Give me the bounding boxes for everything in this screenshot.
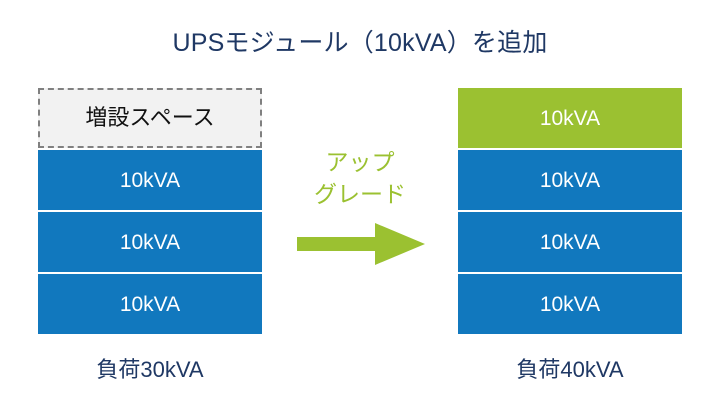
upgrade-caption-line2: グレード [314,181,406,207]
ups-stack-after: 10kVA 10kVA 10kVA 10kVA [458,88,682,334]
module-label: 10kVA [539,168,601,192]
module-label: 10kVA [119,168,181,192]
module-ups-unit: 10kVA [458,274,682,334]
module-label: 10kVA [119,230,181,254]
module-label: 10kVA [119,292,181,316]
load-label-after: 負荷40kVA [516,357,624,382]
module-spare-space: 増設スペース [38,88,262,148]
module-label: 10kVA [539,106,601,130]
module-ups-unit: 10kVA [458,150,682,210]
module-ups-unit-new: 10kVA [458,88,682,148]
arrow-right-icon [297,222,425,266]
module-label: 10kVA [539,230,601,254]
module-ups-unit: 10kVA [38,150,262,210]
module-ups-unit: 10kVA [458,212,682,272]
module-ups-unit: 10kVA [38,212,262,272]
module-label: 増設スペース [85,105,215,130]
ups-stack-before: 増設スペース 10kVA 10kVA 10kVA [38,88,262,334]
page-title: UPSモジュール（10kVA）を追加 [172,29,548,57]
module-ups-unit: 10kVA [38,274,262,334]
upgrade-caption-line1: アップ [325,149,395,175]
upgrade-caption: アップ グレード [282,146,438,210]
module-label: 10kVA [539,292,601,316]
load-label-before: 負荷30kVA [96,357,204,382]
